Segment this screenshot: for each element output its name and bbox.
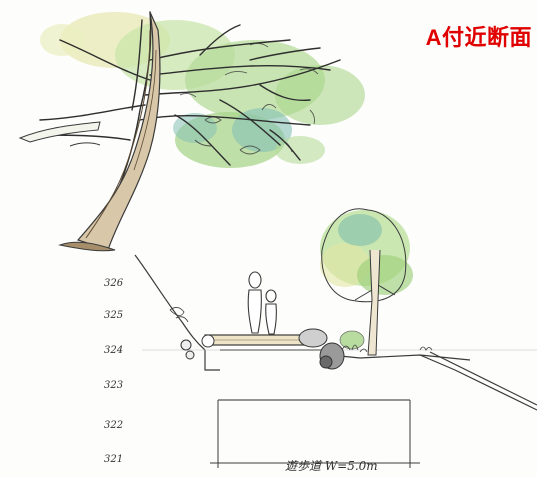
grass-tuft (419, 346, 433, 351)
elevation-label: 324 (104, 345, 123, 356)
elevation-label: 326 (104, 278, 124, 289)
dimension-label: 遊歩道 W=5.0m (285, 459, 378, 473)
elevation-label: 323 (104, 380, 123, 391)
elevation-labels: 326 325 324 323 322 321 (104, 278, 124, 465)
base-shrub (339, 330, 368, 353)
people-figures (247, 271, 277, 335)
elevation-label: 325 (104, 310, 123, 321)
small-tree-canopy-outline (321, 208, 407, 303)
adult-figure (247, 271, 262, 334)
section-title: A付近断面 (425, 25, 532, 50)
width-dimension (210, 399, 420, 468)
child-figure (265, 289, 277, 335)
rocks (180, 328, 345, 370)
elevation-label: 321 (104, 454, 123, 465)
slope-shrub (169, 307, 189, 323)
large-tree (18, 11, 365, 252)
small-tree (320, 208, 413, 356)
small-tree-trunk (367, 249, 381, 356)
boardwalk (201, 334, 311, 348)
elevation-label: 322 (104, 420, 123, 431)
